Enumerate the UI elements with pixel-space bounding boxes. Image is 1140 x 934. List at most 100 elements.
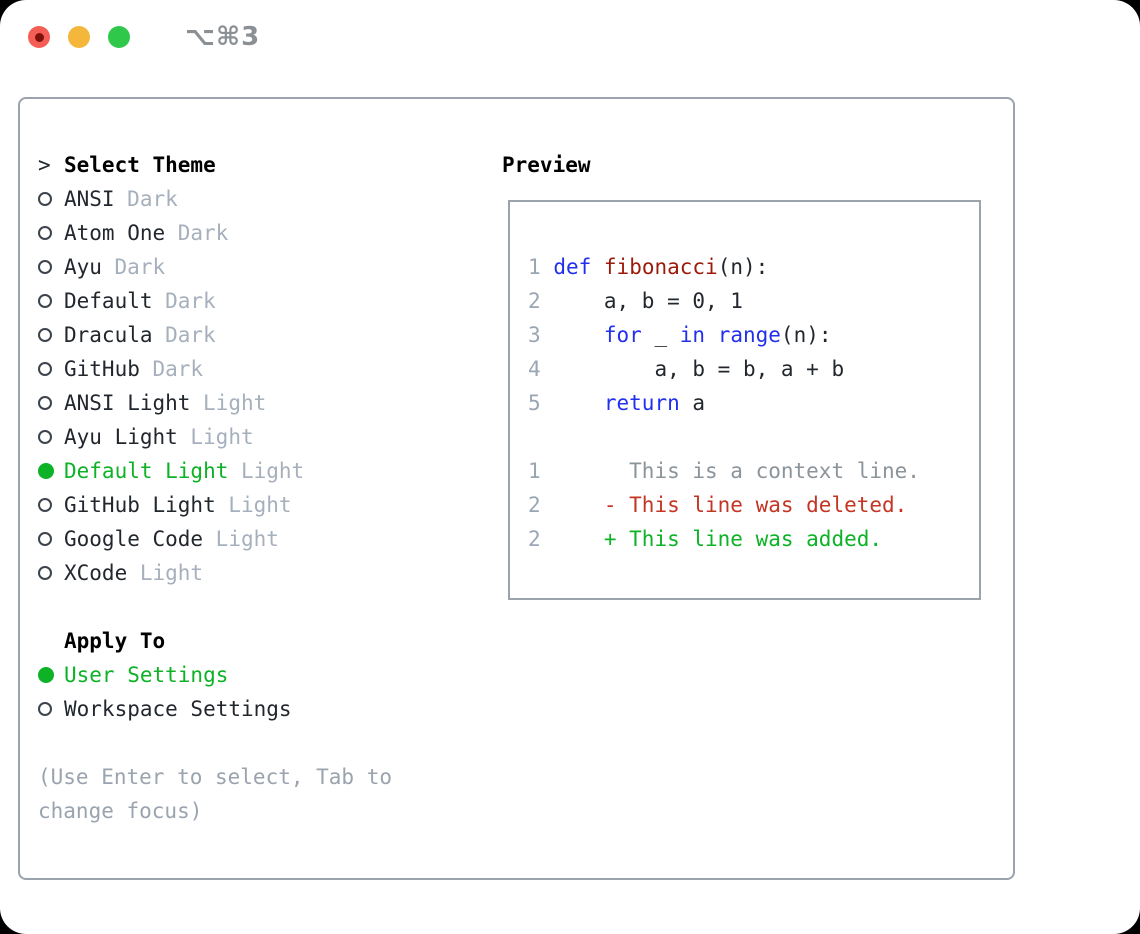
code-segment: This is a context line. xyxy=(540,459,920,483)
code-segment xyxy=(705,323,718,347)
line-number: 1 xyxy=(528,459,541,483)
option-label: Workspace Settings xyxy=(64,697,292,721)
line-number: 4 xyxy=(528,357,541,381)
code-segment xyxy=(541,323,604,347)
line-number: 3 xyxy=(528,323,541,347)
code-segment: a, b = b, a + b xyxy=(540,357,845,381)
option-label: Atom One xyxy=(64,221,166,245)
spacer xyxy=(38,726,478,760)
code-segment xyxy=(541,391,604,415)
variant-tag: Light xyxy=(203,391,267,415)
code-segment: (n): xyxy=(780,323,832,347)
preview-title: Preview xyxy=(502,153,591,177)
line-number: 2 xyxy=(528,289,541,313)
variant-tag: Light xyxy=(139,561,204,585)
code-segment: a, b = 0, 1 xyxy=(540,289,743,313)
close-button[interactable] xyxy=(28,26,50,48)
code-segment: fibonacci xyxy=(603,255,718,279)
radio-icon xyxy=(38,226,52,240)
code-segment: in xyxy=(679,323,706,347)
radio-icon xyxy=(38,532,52,546)
line-number: 1 xyxy=(528,255,541,279)
variant-tag: Dark xyxy=(152,357,204,381)
option-label: Google Code xyxy=(64,527,204,551)
code-segment: range xyxy=(717,323,781,347)
apply-option[interactable]: User Settings xyxy=(38,658,478,692)
radio-icon xyxy=(38,396,52,410)
option-label: ANSI Light xyxy=(64,391,191,415)
theme-option[interactable]: Default Light Light xyxy=(38,454,478,488)
code-segment: - This line was deleted. xyxy=(540,493,908,517)
theme-option[interactable]: Ayu Light Light xyxy=(38,420,478,454)
radio-icon xyxy=(38,498,52,512)
preview-line: 2 - This line was deleted. xyxy=(528,488,979,522)
code-segment: _ xyxy=(641,323,680,347)
code-segment: + This line was added. xyxy=(540,527,883,551)
variant-tag: Light xyxy=(228,493,292,517)
theme-list-title: Select Theme xyxy=(64,153,216,177)
variant-tag: Dark xyxy=(114,255,166,279)
option-label: Ayu xyxy=(64,255,102,279)
radio-icon xyxy=(38,566,52,580)
theme-option[interactable]: Google Code Light xyxy=(38,522,478,556)
theme-list-header: > Select Theme xyxy=(38,148,478,182)
radio-selected-icon xyxy=(38,463,54,479)
titlebar: ⌥⌘3 xyxy=(28,22,260,52)
preview-line: 1 This is a context line. xyxy=(528,454,979,488)
radio-icon xyxy=(38,192,52,206)
option-label: Default xyxy=(64,289,153,313)
preview-line: 1 def fibonacci(n): xyxy=(528,250,979,284)
line-number: 2 xyxy=(528,527,541,551)
theme-option[interactable]: GitHub Light Light xyxy=(38,488,478,522)
theme-option[interactable]: XCode Light xyxy=(38,556,478,590)
variant-tag: Light xyxy=(240,459,305,483)
theme-option[interactable]: Dracula Dark xyxy=(38,318,478,352)
code-segment: a xyxy=(679,391,706,415)
option-label: Default Light xyxy=(64,459,229,483)
apply-to-header: Apply To xyxy=(38,624,478,658)
option-label: Ayu Light xyxy=(64,425,178,449)
apply-to-title: Apply To xyxy=(64,629,166,653)
preview-line: 2 + This line was added. xyxy=(528,522,979,556)
option-label: User Settings xyxy=(64,663,229,687)
radio-icon xyxy=(38,328,52,342)
radio-selected-icon xyxy=(38,667,54,683)
unsaved-indicator-dot xyxy=(34,32,44,42)
radio-icon xyxy=(38,260,52,274)
line-number: 5 xyxy=(528,391,541,415)
zoom-button[interactable] xyxy=(108,26,130,48)
preview-line: 3 for _ in range(n): xyxy=(528,318,979,352)
code-segment: def xyxy=(553,255,592,279)
code-segment xyxy=(541,255,554,279)
preview-line: 5 return a xyxy=(528,386,979,420)
variant-tag: Light xyxy=(190,425,254,449)
code-segment xyxy=(591,255,604,279)
theme-option[interactable]: ANSI Light Light xyxy=(38,386,478,420)
minimize-button[interactable] xyxy=(68,26,90,48)
preview-line: 2 a, b = 0, 1 xyxy=(528,284,979,318)
line-number: 2 xyxy=(528,493,541,517)
preview-line xyxy=(528,420,979,454)
spacer xyxy=(38,590,478,624)
code-segment: for xyxy=(603,323,642,347)
theme-option[interactable]: Default Dark xyxy=(38,284,478,318)
option-label: Dracula xyxy=(64,323,153,347)
variant-tag: Light xyxy=(215,527,279,551)
option-label: GitHub Light xyxy=(64,493,216,517)
option-label: XCode xyxy=(64,561,128,585)
apply-option[interactable]: Workspace Settings xyxy=(38,692,478,726)
theme-option[interactable]: Ayu Dark xyxy=(38,250,478,284)
theme-option[interactable]: GitHub Dark xyxy=(38,352,478,386)
keyboard-hint: (Use Enter to select, Tab to change focu… xyxy=(38,765,393,823)
variant-tag: Dark xyxy=(165,289,216,313)
variant-tag: Dark xyxy=(165,323,216,347)
option-label: GitHub xyxy=(64,357,140,381)
radio-icon xyxy=(38,702,52,716)
